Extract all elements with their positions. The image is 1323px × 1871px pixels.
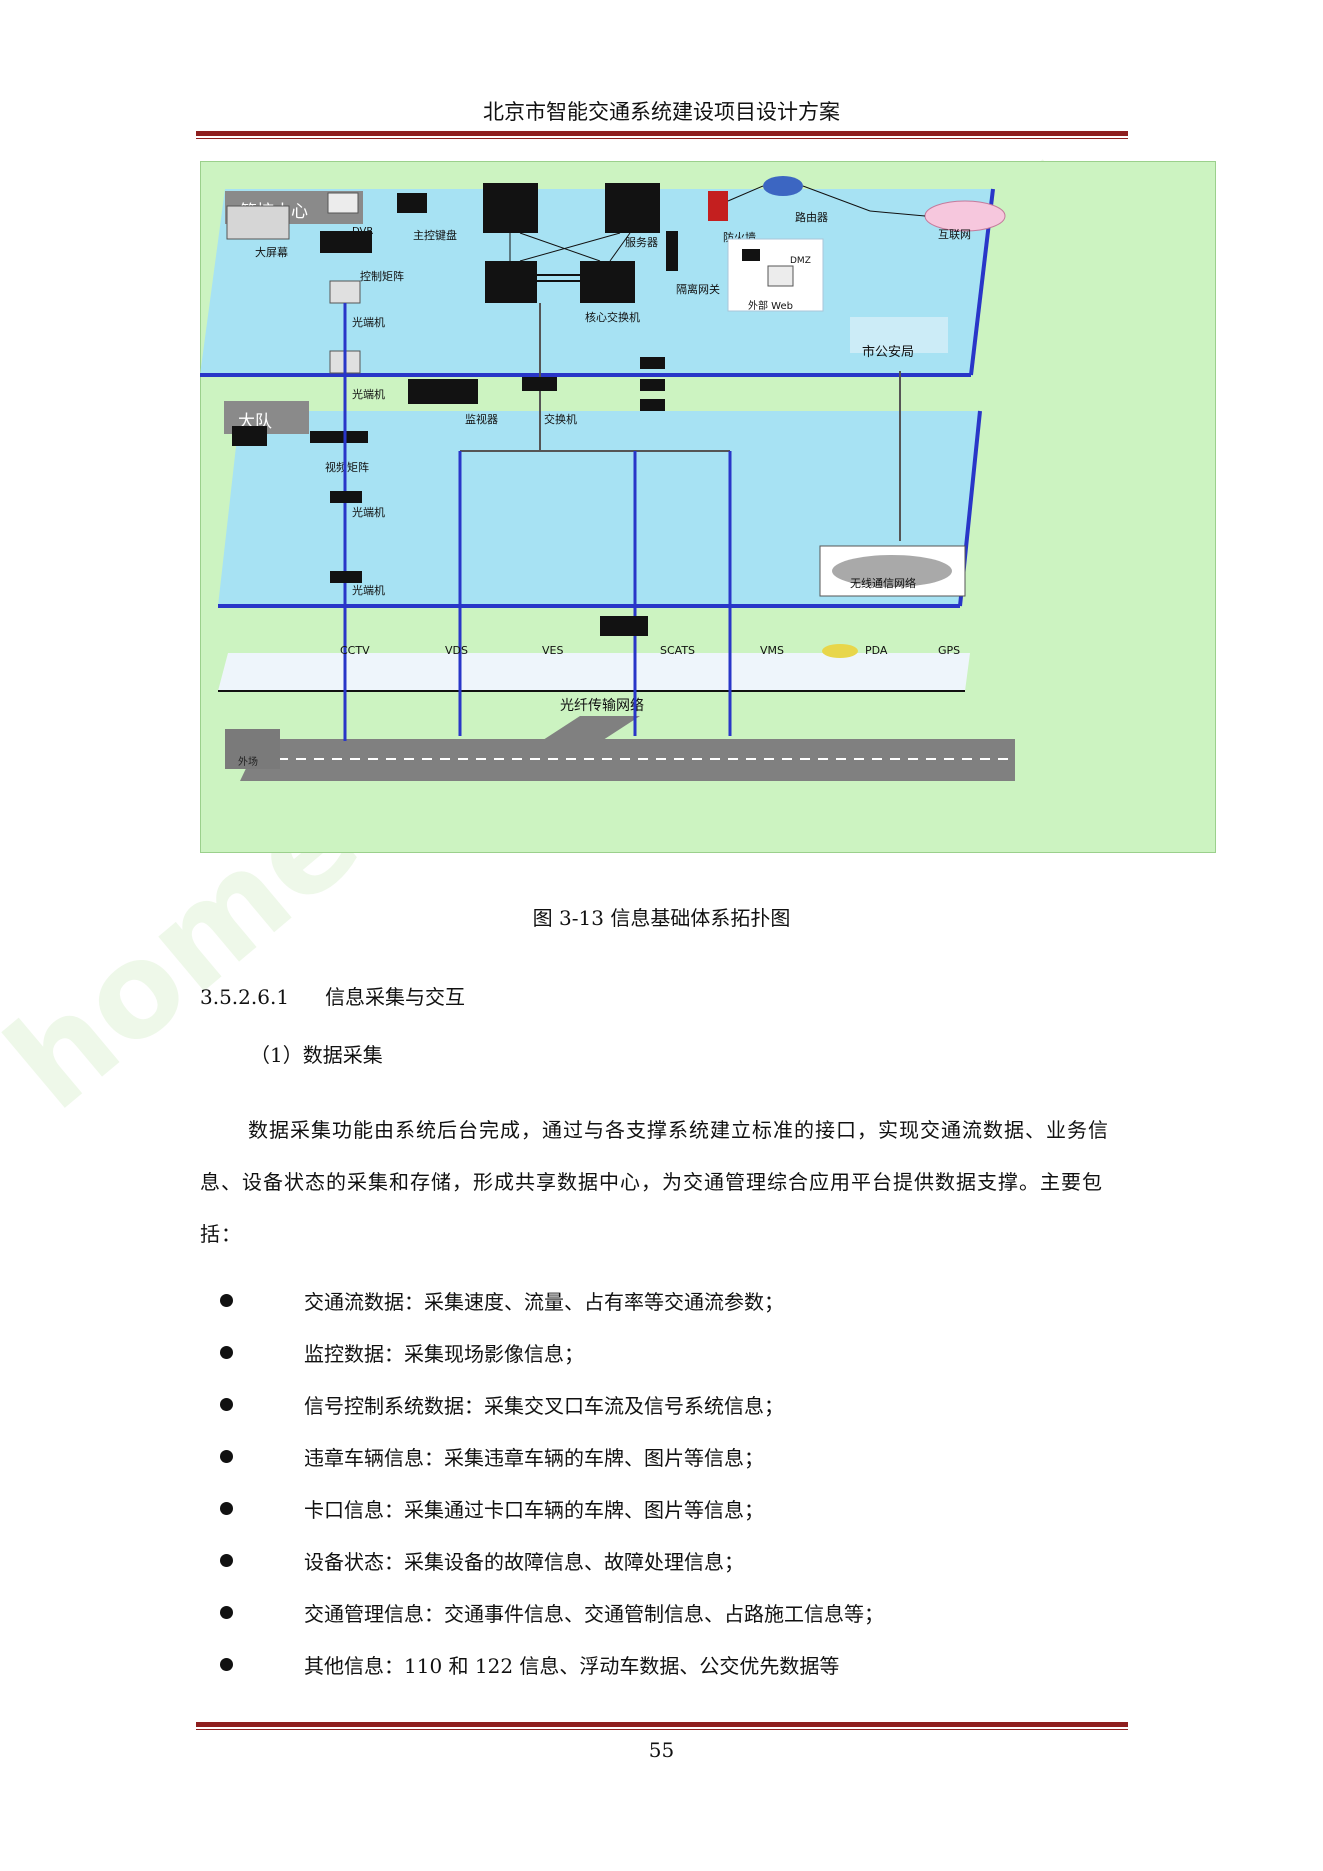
core-switch-1 — [485, 261, 537, 303]
field-box — [225, 729, 280, 769]
dvr-device — [327, 192, 359, 214]
bullet-dot — [220, 1554, 233, 1567]
link — [869, 210, 926, 217]
dmz-label: DMZ — [790, 256, 811, 266]
ves-label: VES — [542, 644, 563, 657]
subsection-heading: （1）数据采集 — [250, 1043, 383, 1067]
bullet-dot — [220, 1294, 233, 1307]
topology-diagram: 管控中心 大队 光纤传输网络 外场 核心交换机 大屏幕 DVR 主控键盘 控制矩… — [199, 160, 1217, 854]
bullet-dot — [220, 1658, 233, 1671]
main-keyboard-device — [397, 193, 427, 213]
vms-label: VMS — [760, 644, 784, 657]
bullet-item: 交通流数据：采集速度、流量、占有率等交通流参数； — [220, 1286, 784, 1315]
camera-2 — [640, 379, 665, 391]
field-label: 外场 — [238, 755, 258, 768]
wireless-network-label: 无线通信网络 — [850, 576, 916, 590]
bullet-item: 交通管理信息：交通事件信息、交通管制信息、占路施工信息等； — [220, 1598, 884, 1627]
isolation-gateway-device — [666, 231, 678, 271]
body-paragraph: 数据采集功能由系统后台完成，通过与各支撑系统建立标准的接口，实现交通流数据、业务… — [200, 1118, 1109, 1246]
optical-3-label: 光端机 — [352, 505, 385, 519]
car — [822, 644, 858, 658]
link — [519, 232, 601, 262]
bullet-item: 卡口信息：采集通过卡口车辆的车牌、图片等信息； — [220, 1494, 764, 1523]
team-plane — [218, 411, 980, 606]
bullet-dot — [220, 1450, 233, 1463]
gps-label: GPS — [938, 644, 960, 657]
video-matrix-device — [310, 431, 368, 443]
vds-label: VDS — [445, 644, 468, 657]
server-label: 服务器 — [625, 236, 658, 249]
camera-3 — [640, 399, 665, 411]
bullet-dot — [220, 1398, 233, 1411]
section-heading: 3.5.2.6.1 信息采集与交互 — [200, 981, 465, 1010]
optical-1-device — [329, 280, 361, 304]
footer-rule — [196, 1722, 1128, 1727]
link — [727, 185, 764, 202]
internet-label: 互联网 — [938, 228, 971, 241]
big-screen-label: 大屏幕 — [255, 245, 288, 259]
scats-label: SCATS — [660, 644, 695, 657]
bullet-dot — [220, 1606, 233, 1619]
city-bureau-box — [850, 317, 948, 353]
optical-2-label: 光端机 — [352, 387, 385, 401]
bullet-item: 设备状态：采集设备的故障信息、故障处理信息； — [220, 1546, 744, 1575]
optical-4-label: 光端机 — [352, 583, 385, 597]
figure-caption: 图 3-13 信息基础体系拓扑图 — [532, 906, 791, 930]
router-device — [763, 176, 803, 196]
control-matrix-device — [320, 231, 372, 253]
bullet-dot — [220, 1346, 233, 1359]
footer-rule-thin — [196, 1729, 1128, 1730]
cross-road — [480, 716, 640, 781]
core-switch-label: 核心交换机 — [585, 310, 640, 324]
wireless-cloud — [832, 555, 952, 587]
section-number: 3.5.2.6.1 — [200, 985, 290, 1009]
section-title: 信息采集与交互 — [325, 985, 466, 1009]
fiber-network-label: 光纤传输网络 — [560, 698, 644, 714]
bullet-item: 监控数据：采集现场影像信息； — [220, 1338, 584, 1367]
bullet-item: 信号控制系统数据：采集交叉口车流及信号系统信息； — [220, 1390, 784, 1419]
page-header-title: 北京市智能交通系统建设项目设计方案 — [483, 100, 840, 124]
isolation-gateway-label: 隔离网关 — [676, 282, 720, 296]
dmz-device — [742, 249, 760, 261]
pda-label: PDA — [865, 644, 888, 657]
big-screen — [226, 205, 290, 240]
monitor-label: 监视器 — [465, 412, 498, 426]
city-bureau-label: 市公安局 — [862, 344, 914, 360]
team-pc — [232, 426, 267, 446]
control-matrix-label: 控制矩阵 — [360, 269, 404, 283]
link — [802, 185, 871, 212]
video-matrix-label: 视频矩阵 — [325, 460, 369, 474]
link — [609, 232, 631, 262]
bullet-dot — [220, 1502, 233, 1515]
page-number: 55 — [648, 1738, 675, 1762]
link — [519, 232, 621, 262]
switch-label: 交换机 — [544, 412, 577, 426]
camera-1 — [640, 357, 665, 369]
bullet-item: 其他信息：110 和 122 信息、浮动车数据、公交优先数据等 — [220, 1650, 839, 1679]
monitor-device — [408, 379, 478, 404]
external-web-device — [767, 265, 794, 287]
bullet-item: 违章车辆信息：采集违章车辆的车牌、图片等信息； — [220, 1442, 764, 1471]
scats-cabinet — [600, 616, 648, 636]
header-rule — [196, 131, 1128, 136]
switch-device — [522, 377, 557, 391]
header-rule-thin — [196, 138, 1128, 139]
core-server-1 — [483, 183, 538, 233]
core-switch-2 — [580, 261, 635, 303]
optical-3-device — [330, 491, 362, 503]
cctv-label: CCTV — [340, 644, 370, 657]
firewall-device — [708, 191, 728, 221]
fiber-strip — [218, 653, 970, 691]
optical-1-label: 光端机 — [352, 315, 385, 329]
internet-cloud — [924, 200, 1006, 232]
external-web-label: 外部 Web — [748, 299, 793, 312]
topology-figure: 管控中心 大队 光纤传输网络 外场 核心交换机 大屏幕 DVR 主控键盘 控制矩… — [199, 160, 1217, 854]
optical-4-device — [330, 571, 362, 583]
router-label: 路由器 — [795, 210, 828, 224]
core-server-2 — [605, 183, 660, 233]
main-keyboard-label: 主控键盘 — [413, 228, 457, 242]
